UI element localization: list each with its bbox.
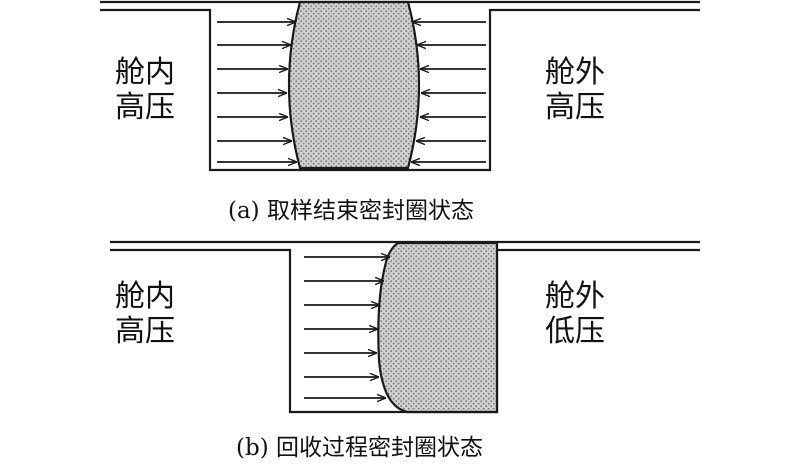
panel-a-right-label-line1: 舱外 — [545, 55, 605, 90]
panel-a-left-label-line2: 高压 — [115, 90, 175, 125]
panel-a-right-label-line2: 高压 — [545, 90, 605, 125]
panel-b-caption: (b) 回收过程密封圈状态 — [236, 435, 483, 461]
panel-b-seal-ring — [377, 241, 499, 414]
panel-b-right-label-line1: 舱外 — [545, 279, 605, 314]
panel-a-right-arrows — [411, 22, 486, 162]
panel-b-left-label-line1: 舱内 — [115, 279, 175, 314]
panel-a-caption: (a) 取样结束密封圈状态 — [228, 198, 474, 224]
panel-b-right-label-line2: 低压 — [545, 314, 605, 349]
panel-a-seal-ring — [287, 0, 421, 170]
panel-b: 舱内 高压 舱外 低压 (b) 回收过程密封圈状态 — [110, 240, 700, 461]
panel-b-left-label-line2: 高压 — [115, 314, 175, 349]
panel-a-left-arrows — [217, 22, 297, 162]
panel-a-left-label-line1: 舱内 — [115, 55, 175, 90]
panel-a: 舱内 高压 舱外 高压 (a) 取样结束密封圈状态 — [100, 0, 700, 224]
panel-b-arrows — [304, 257, 390, 398]
